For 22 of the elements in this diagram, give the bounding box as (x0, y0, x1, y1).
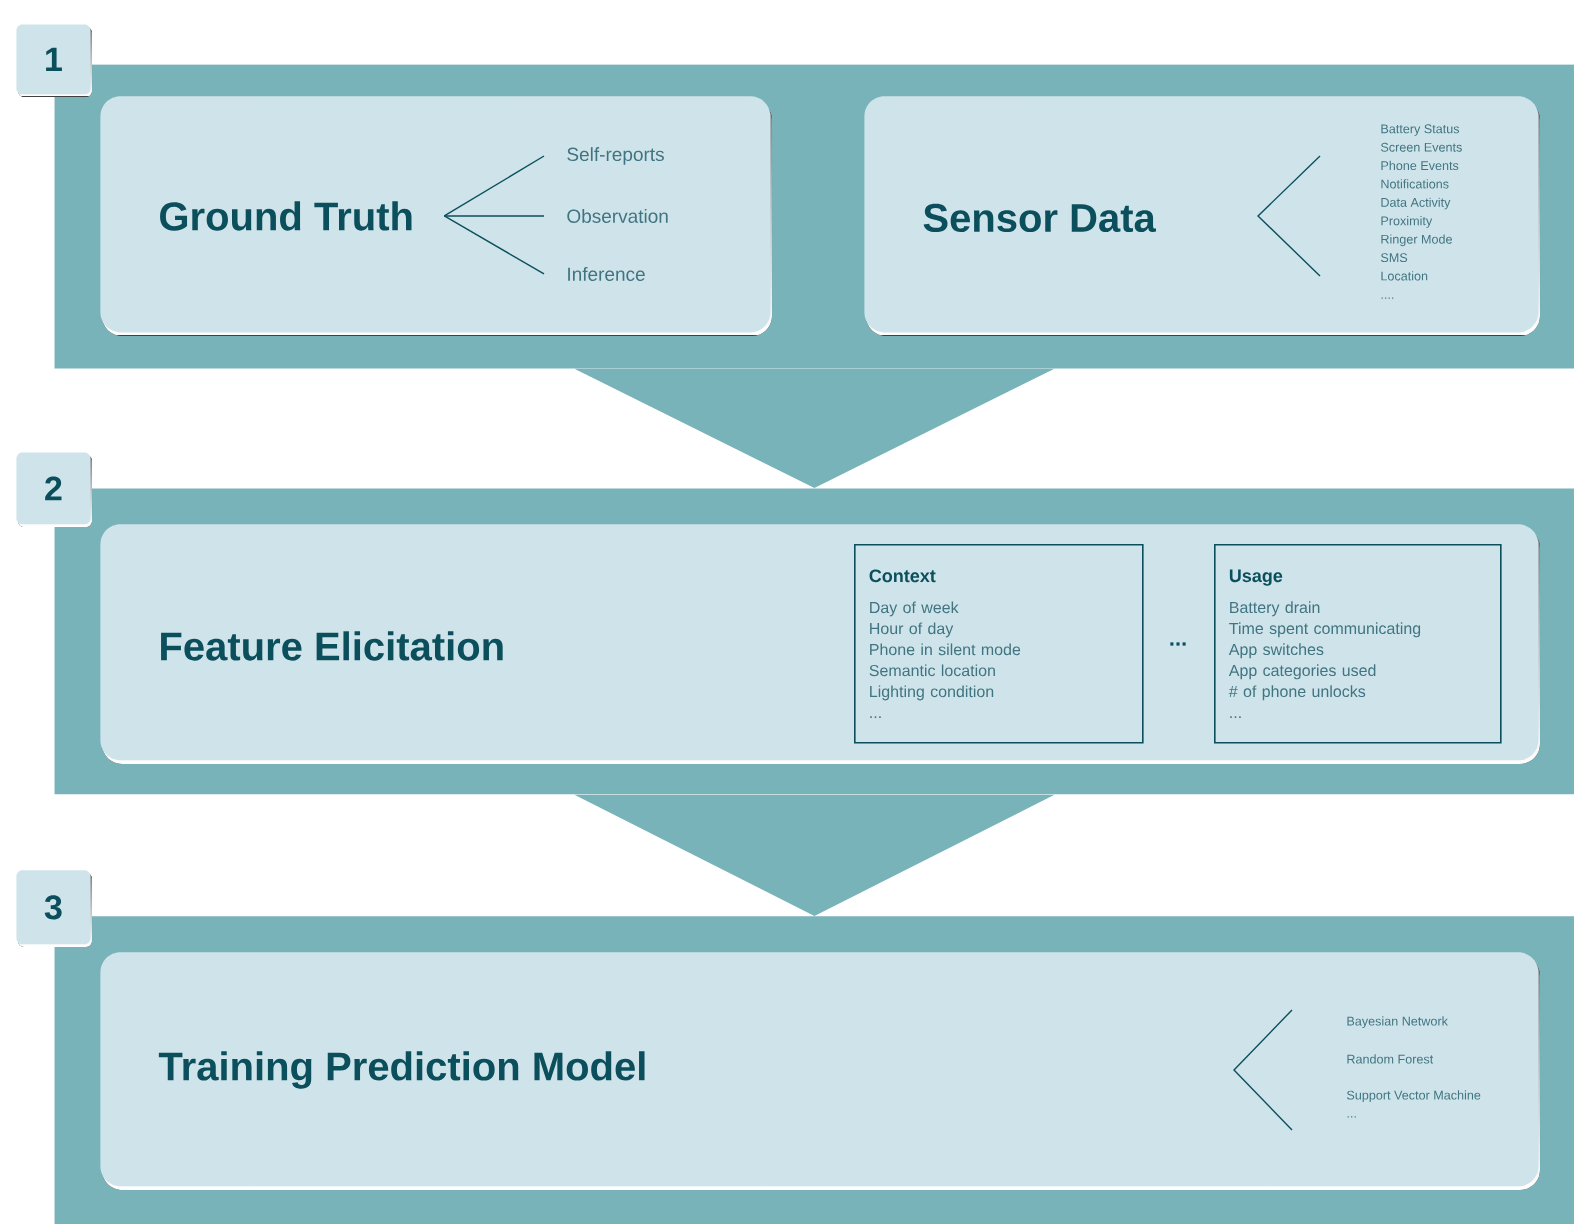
card (100, 524, 1540, 764)
card (100, 96, 772, 336)
stage-title: Ground Truth (160, 201, 412, 231)
step-badge: 2 (16, 452, 92, 527)
fork-line (443, 215, 545, 275)
stage-title: Training Prediction Model (158, 1051, 645, 1089)
item-text: Self-reports (567, 147, 664, 165)
stage-title: Sensor Data (923, 203, 1156, 233)
chevron-arrow (574, 368, 1055, 488)
feature-box: Usage Battery drain Time spent communicating App switches App categories used # of phone unlocks ... (1214, 543, 1502, 744)
ellipsis-text: ... (1170, 642, 1186, 646)
item-text: Observation (567, 209, 668, 223)
feature-box: Context Day of week Hour of day Phone in silent mode Semantic location Lighting condition ... (854, 543, 1144, 744)
stage-title: Feature Elicitation (161, 631, 503, 661)
card (864, 96, 1540, 336)
item-text: Inference (568, 267, 645, 281)
fork-line (443, 155, 545, 217)
card (100, 952, 1540, 1190)
fork-line (443, 215, 545, 217)
chevron-arrow (574, 794, 1055, 916)
step-badge: 1 (16, 24, 92, 97)
step-badge: 3 (16, 870, 92, 947)
